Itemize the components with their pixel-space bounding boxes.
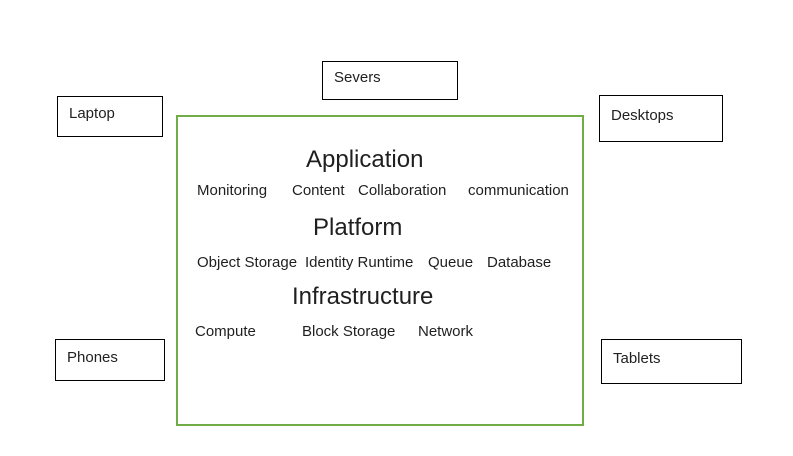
device-box-phones: Phones [55, 339, 165, 381]
service-object-storage: Object Storage [197, 254, 298, 271]
service-database: Database [487, 254, 552, 271]
service-communication: communication [468, 182, 569, 199]
service-monitoring: Monitoring [197, 182, 268, 199]
device-box-tablets: Tablets [601, 339, 742, 384]
device-box-servers: Severs [322, 61, 458, 100]
service-identity-runtime: Identity Runtime [305, 254, 414, 271]
layer-title-platform: Platform [313, 214, 403, 241]
layer-title-infrastructure: Infrastructure [292, 283, 434, 310]
service-compute: Compute [195, 323, 256, 340]
device-box-desktops: Desktops [599, 95, 723, 142]
device-label-servers: Severs [334, 69, 381, 86]
service-content: Content [292, 182, 345, 199]
service-network: Network [418, 323, 474, 340]
stack-box [176, 115, 584, 426]
service-collaboration: Collaboration [358, 182, 447, 199]
device-label-desktops: Desktops [611, 107, 674, 124]
device-label-tablets: Tablets [613, 350, 661, 367]
service-block-storage: Block Storage [302, 323, 396, 340]
device-box-laptop: Laptop [57, 96, 163, 137]
layer-title-application: Application [306, 146, 424, 173]
device-label-laptop: Laptop [69, 105, 115, 122]
device-label-phones: Phones [67, 348, 118, 366]
service-queue: Queue [428, 254, 474, 271]
